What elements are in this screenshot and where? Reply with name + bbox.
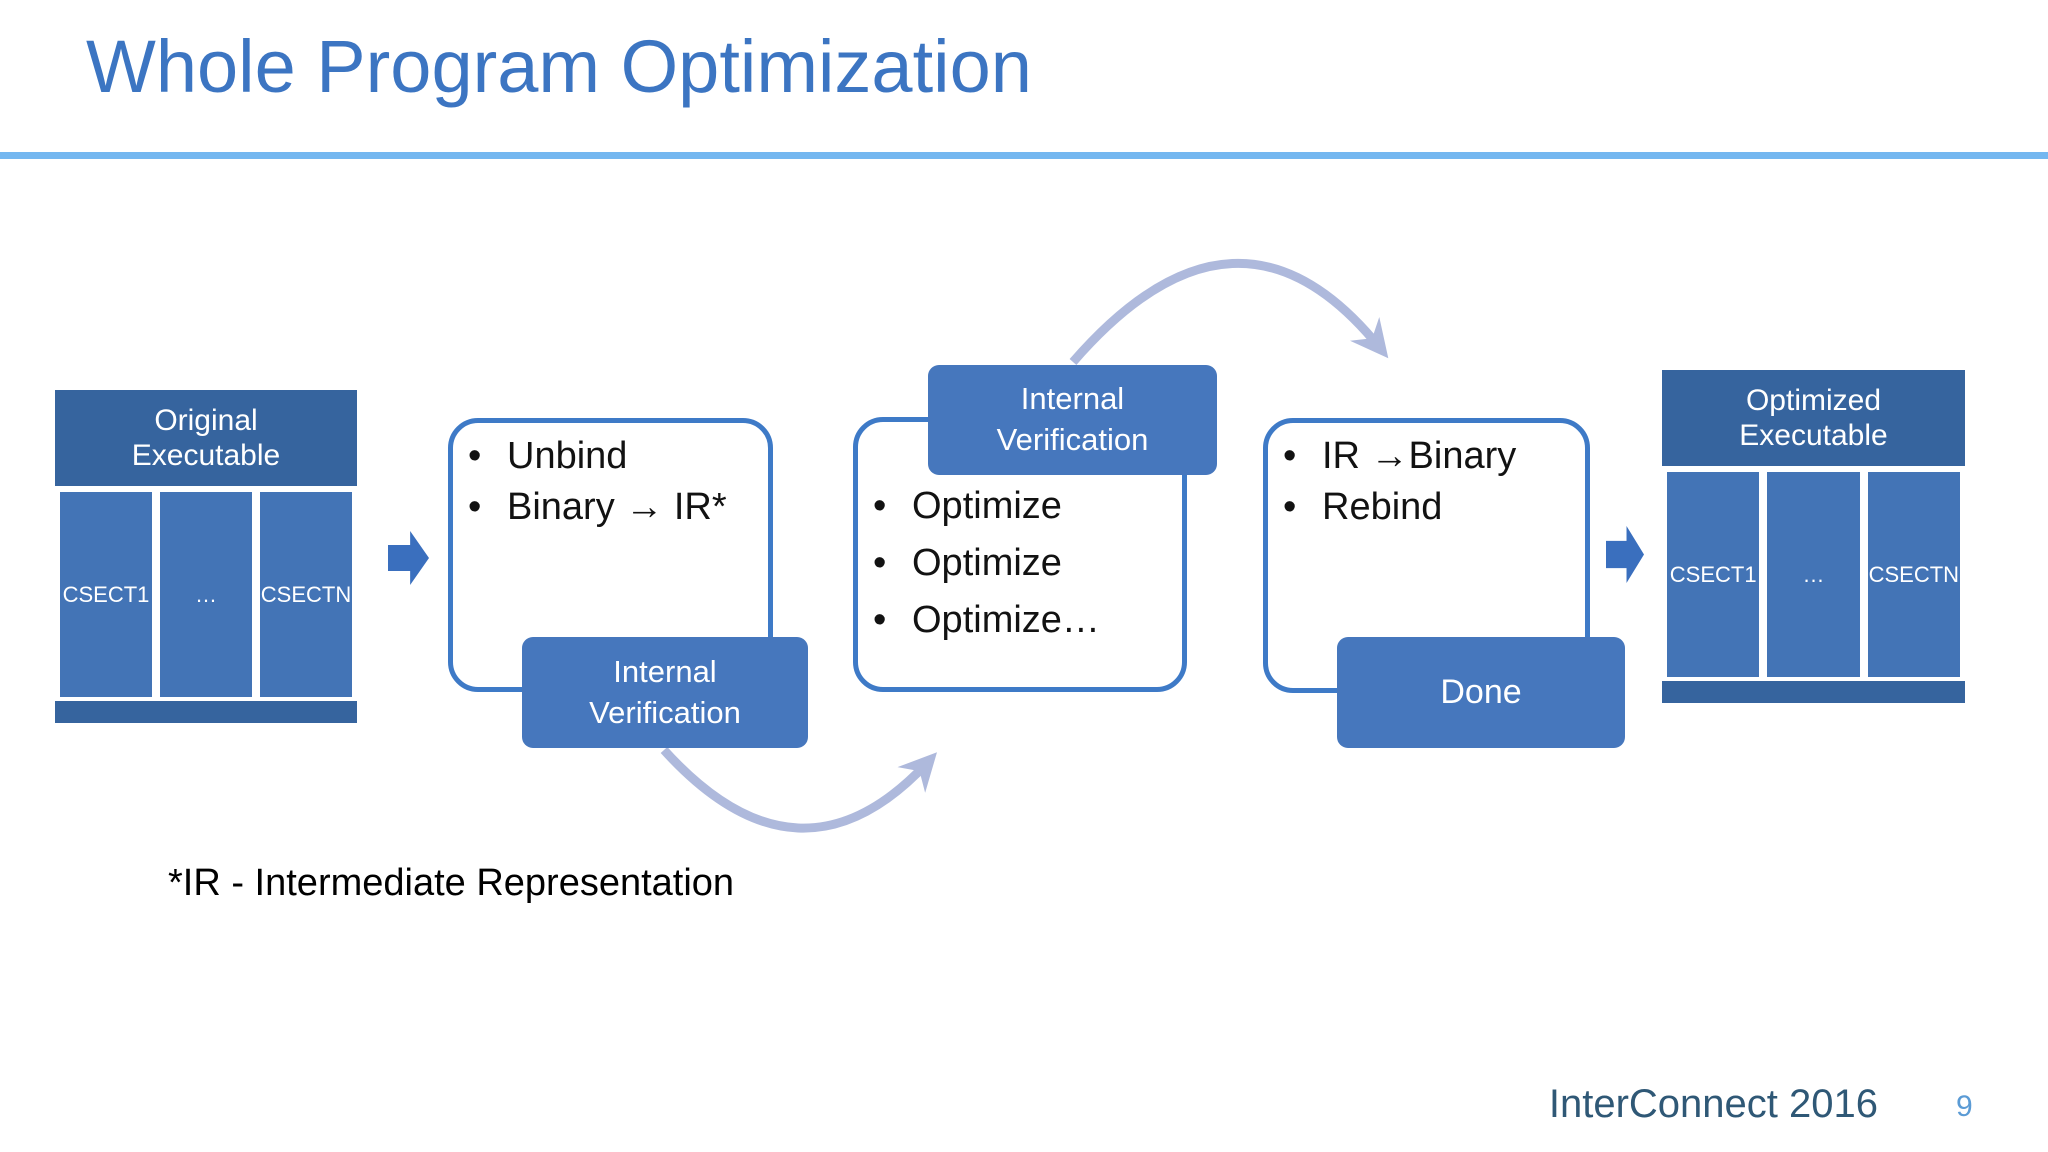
csect-section: CSECT1: [60, 492, 152, 697]
bullet-item: • Rebind: [1283, 482, 1585, 533]
curved-arrow-bottom-icon: [660, 746, 938, 833]
original-executable-title-line2: Executable: [131, 439, 281, 472]
step-optimize-bullets: • Optimize • Optimize • Optimize…: [858, 422, 1182, 649]
csect-section: CSECTN: [1867, 472, 1960, 677]
original-executable-title-line1: Original: [154, 403, 258, 437]
bullet-dot: •: [873, 599, 887, 641]
label-line: Done: [1440, 673, 1522, 712]
bullet-dot: •: [1283, 435, 1297, 477]
label-line: Verification: [996, 422, 1149, 457]
ir-footnote: *IR - Intermediate Representation: [168, 862, 735, 904]
done-label: Done: [1337, 637, 1625, 748]
bullet-text: Optimize…: [912, 599, 1100, 641]
bullet-dot: •: [1283, 486, 1297, 529]
step-unbind-box: • Unbind • Binary → IR*: [448, 418, 773, 692]
csect-section: …: [160, 492, 252, 697]
bullet-text: Optimize: [912, 485, 1062, 527]
optimized-executable-sections: CSECT1 … CSECTN: [1662, 472, 1965, 677]
optimized-executable-bottom-bar: [1662, 681, 1965, 703]
internal-verification-label-1: Internal Verification: [522, 637, 808, 748]
csect-section: CSECT1: [1667, 472, 1760, 677]
right-block-arrow-icon: [1606, 526, 1644, 583]
original-executable-bottom-bar: [55, 701, 357, 723]
original-executable-sections: CSECT1 … CSECTN: [55, 492, 357, 697]
bullet-dot: •: [873, 542, 887, 584]
bullet-item: • Unbind: [468, 431, 768, 482]
footer-page-number: 9: [1956, 1090, 1973, 1123]
step-rebind-bullets: • IR →Binary • Rebind: [1268, 423, 1585, 534]
bullet-text: Binary → IR*: [507, 486, 727, 529]
step-unbind-bullets: • Unbind • Binary → IR*: [453, 423, 768, 534]
right-block-arrow-icon: [388, 531, 429, 585]
slide-title: Whole Program Optimization: [86, 25, 1032, 108]
bullet-item: • Optimize…: [873, 592, 1182, 649]
internal-verification-label-2: Internal Verification: [928, 365, 1217, 475]
bullet-dot: •: [873, 485, 887, 527]
bullet-dot: •: [468, 435, 482, 477]
bullet-text: Unbind: [507, 435, 628, 477]
bullet-item: • Binary → IR*: [468, 482, 768, 533]
original-executable-block: Original Executable CSECT1 … CSECTN: [55, 390, 357, 723]
bullet-dot: •: [468, 486, 482, 529]
label-line: Internal: [1020, 381, 1125, 417]
bullet-text: IR →Binary: [1322, 435, 1517, 477]
bullet-item: • Optimize: [873, 478, 1182, 535]
label-line: Verification: [589, 694, 741, 730]
original-executable-header: Original Executable: [55, 390, 357, 486]
footer-conference: InterConnect 2016: [1548, 1082, 1878, 1126]
label-line: Internal: [613, 653, 717, 689]
csect-section: CSECTN: [260, 492, 352, 697]
optimized-executable-title-line1: Optimized: [1745, 383, 1882, 417]
optimized-executable-header: Optimized Executable: [1662, 370, 1965, 466]
bullet-text: Optimize: [912, 542, 1062, 584]
optimized-executable-block: Optimized Executable CSECT1 … CSECTN: [1662, 370, 1965, 703]
title-divider-rule: [0, 152, 2048, 159]
optimized-executable-title-line2: Executable: [1739, 419, 1888, 452]
bullet-item: • Optimize: [873, 535, 1182, 592]
csect-section: …: [1767, 472, 1860, 677]
curved-arrow-top-icon: [1069, 258, 1389, 365]
bullet-text: Rebind: [1322, 486, 1443, 529]
bullet-item: • IR →Binary: [1283, 431, 1585, 482]
